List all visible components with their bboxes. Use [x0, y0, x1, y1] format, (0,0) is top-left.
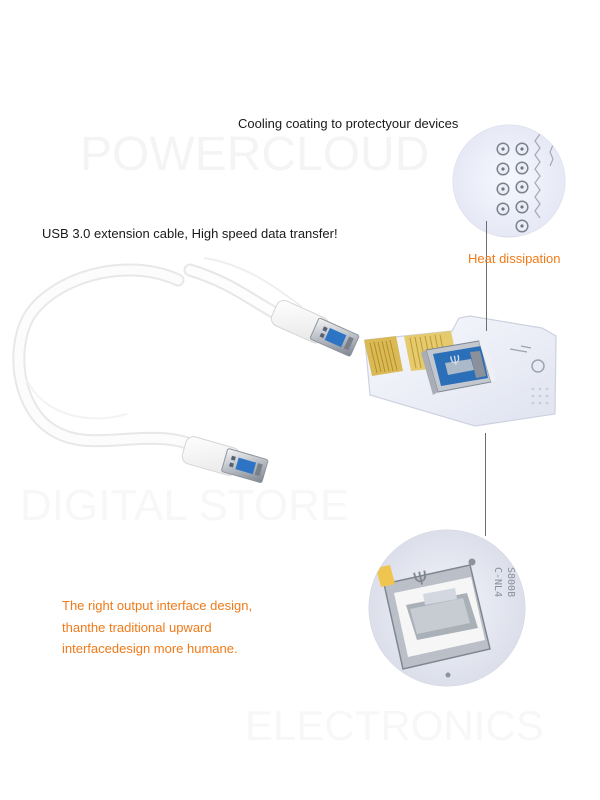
cooling-caption: Cooling coating to protectyour devices	[238, 116, 459, 131]
usb-cable	[12, 257, 360, 483]
interface-callout-line	[485, 433, 486, 536]
interface-zoom: Ψ C-NL4 S800B	[368, 529, 526, 687]
svg-text:Ψ: Ψ	[449, 353, 462, 370]
svg-text:ELECTRONICS: ELECTRONICS	[245, 702, 544, 749]
svg-text:Ψ: Ψ	[412, 567, 430, 590]
svg-text:C-NL4: C-NL4	[492, 567, 503, 597]
heat-dissipation-caption: Heat dissipation	[468, 251, 561, 266]
heat-callout-line	[486, 221, 487, 331]
interface-caption-line-3: interfacedesign more humane.	[62, 641, 238, 657]
svg-text:POWERCLOUD: POWERCLOUD	[80, 128, 429, 181]
interface-caption-line-1: The right output interface design,	[62, 598, 253, 613]
cable-caption: USB 3.0 extension cable, High speed data…	[42, 226, 338, 241]
interface-design-caption: The right output interface design, thant…	[62, 598, 322, 663]
pcie-riser-board: Ψ	[364, 315, 557, 427]
svg-text:DIGITAL STORE: DIGITAL STORE	[20, 481, 349, 530]
svg-text:S800B: S800B	[505, 567, 516, 597]
heat-dissipation-zoom	[452, 124, 566, 238]
background-texture: POWERCLOUD DIGITAL STORE ELECTRONICS	[20, 128, 544, 749]
interface-caption-line-2: thanthe traditional upward	[62, 619, 212, 635]
